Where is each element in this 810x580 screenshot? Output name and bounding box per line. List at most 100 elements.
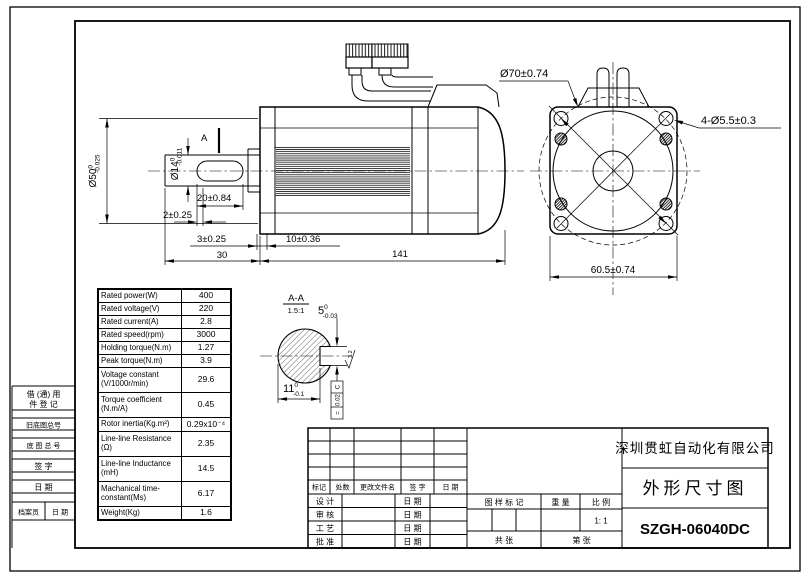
spec-label: Voltage constant (V/1000r/min) [97,367,182,393]
spec-label: Rated current(A) [97,315,182,329]
drawing-title: 外形尺寸图 [643,479,748,498]
rev-header-sign: 签 字 [410,483,426,492]
motor-side-view [148,43,524,235]
spec-label: Rotor inertia(Kg.m²) [97,417,182,432]
left-register-blocks: 借 (通) 用 件 登 记 旧底图总号 底 图 总 号 签 字 日 期 档案员 … [11,385,75,548]
spec-value: 0.45 [181,392,232,418]
spec-label: Line-line Resistance (Ω) [97,431,182,457]
spec-row: Holding torque(N.m) 1.27 [97,341,232,355]
sig-process-date-label: 日 期 [403,524,421,533]
dim-mount-holes: 4-Ø5.5±0.3 [701,115,756,127]
sig-approve-date-label: 日 期 [403,538,421,547]
dim-key-length: 20±0.84 [197,193,231,204]
spec-value: 29.6 [181,367,232,393]
dim-bolt-circle: Ø70±0.74 [500,68,548,80]
pilot-circle [592,150,634,192]
shaft-section-hatched [277,328,332,384]
spec-row: Machanical time- constant(Ms) 6.17 [97,481,232,507]
rev-header-mark: 标记 [312,483,326,492]
spec-row: Line-line Resistance (Ω) 2.35 [97,431,232,457]
spec-label: Rated voltage(V) [97,302,182,316]
date-label: 日 期 [34,483,52,492]
reuse-register-label-line1: 借 (通) 用 [27,389,61,399]
mount-hole-bl [553,216,569,231]
sheet-no-label: 第 张 [572,535,590,545]
spec-value: 1.6 [181,506,232,521]
front-view-dimensions: Ø70±0.74 4-Ø5.5±0.3 60.5±0.74 [499,68,781,281]
spec-label: Rated power(W) [97,288,182,303]
old-base-no-label: 旧底图总号 [26,421,61,430]
connector-prong-right [616,67,630,107]
spec-row: Torque coefficient (N.m/A) 0.45 [97,392,232,418]
spec-row: Rated power(W) 400 [97,288,232,303]
drawing-mark-label: 图 样 标 记 [485,497,524,507]
mount-hole-tl [553,111,569,126]
spec-row: Peak torque(N.m) 3.9 [97,354,232,368]
spec-value: 2.8 [181,315,232,329]
spec-value: 2.35 [181,431,232,457]
dim-across-flat: 110-0.1 [283,382,305,398]
motor-front-view [530,62,700,295]
section-scale: 1.5:1 [288,306,305,315]
dim-boss-length: 3±0.25 [197,234,226,245]
spec-value: 400 [181,288,232,303]
cover-screw-tr [659,132,673,146]
sig-design-date-label: 日 期 [403,497,421,506]
section-view-aa: A-A 1.5:1 50-0.03 C 0.02 = 3.2 110-0.1 [260,293,356,420]
spec-row: Rated voltage(V) 220 [97,302,232,316]
spec-label: Weight(Kg) [97,506,182,521]
dim-shaft-length: 30 [217,250,228,261]
scale-value: 1: 1 [594,517,608,526]
sign-label: 签 字 [34,461,52,471]
sig-approve-label: 批 准 [316,537,334,547]
dim-key-offset: 2±0.25 [163,210,192,221]
mount-hole-tr [658,111,674,126]
archivist-date-label: 日 期 [52,509,68,517]
cover-screw-bl [554,197,568,211]
mount-hole-br [658,216,674,231]
part-number: SZGH-06040DC [640,521,750,538]
spec-label: Rated speed(rpm) [97,328,182,342]
fcf-value: 0.02 [336,394,342,406]
spec-row: Line-line Inductance (mH) 14.5 [97,456,232,482]
spec-label: Machanical time- constant(Ms) [97,481,182,507]
fcf-datum: C [336,384,342,389]
title-block: 标记 处数 更改文件名 签 字 日 期 设 计 日 期 审 核 日 期 工 艺 … [307,427,775,549]
rev-header-filename: 更改文件名 [360,483,395,492]
roughness-icon [344,349,356,369]
archivist-label: 档案员 [18,508,39,517]
rev-header-date: 日 期 [443,484,459,492]
weight-label: 重 量 [551,497,569,507]
spec-value: 1.27 [181,341,232,355]
dim-flange-width: 60.5±0.74 [591,265,636,276]
roughness-value: 3.2 [348,350,354,358]
sig-design-label: 设 计 [316,496,334,506]
spec-value: 3000 [181,328,232,342]
cover-screw-br [659,197,673,211]
cable-connectors [345,43,433,102]
sig-review-label: 审 核 [316,510,334,520]
flange-square [549,106,678,235]
spec-row: Voltage constant (V/1000r/min) 29.6 [97,367,232,393]
section-marker-a: A [201,133,208,144]
spec-label: Line-line Inductance (mH) [97,456,182,482]
cooling-fins [276,148,410,195]
cover-screw-tl [554,132,568,146]
encoder-connector-housing [427,84,500,108]
spec-value: 220 [181,302,232,316]
sig-review-date-label: 日 期 [403,511,421,520]
motor-body-outline [259,106,506,235]
section-label: A-A [288,293,305,304]
reuse-register-label-line2: 件 登 记 [29,399,57,409]
side-view-dimensions: A Ø500-0.025 Ø140-0.011 20±0.84 2±0.25 [88,118,506,265]
motor-barrel-circle [552,110,674,232]
spec-row: Rated current(A) 2.8 [97,315,232,329]
fcf-symbol: = [336,411,342,415]
connector-prong-left [596,67,610,107]
sig-process-label: 工 艺 [316,524,334,533]
company-name: 深圳贯虹自动化有限公司 [615,441,775,456]
spec-label: Holding torque(N.m) [97,341,182,355]
spec-value: 6.17 [181,481,232,507]
